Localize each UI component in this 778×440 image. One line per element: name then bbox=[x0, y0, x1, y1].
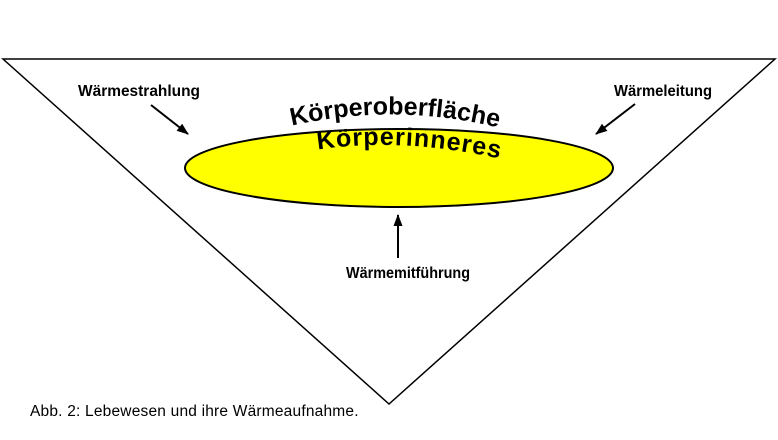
radiation-arrow bbox=[150, 104, 189, 135]
figure-caption: Abb. 2: Lebewesen und ihre Wärmeaufnahme… bbox=[30, 403, 359, 420]
body-ellipse bbox=[184, 128, 614, 208]
convection-label: Wärmemitführung bbox=[346, 265, 470, 282]
conduction-arrow bbox=[595, 103, 636, 135]
triangle-outline bbox=[1, 58, 777, 406]
conduction-label: Wärmeleitung bbox=[614, 83, 712, 100]
radiation-label: Wärmestrahlung bbox=[78, 83, 200, 100]
